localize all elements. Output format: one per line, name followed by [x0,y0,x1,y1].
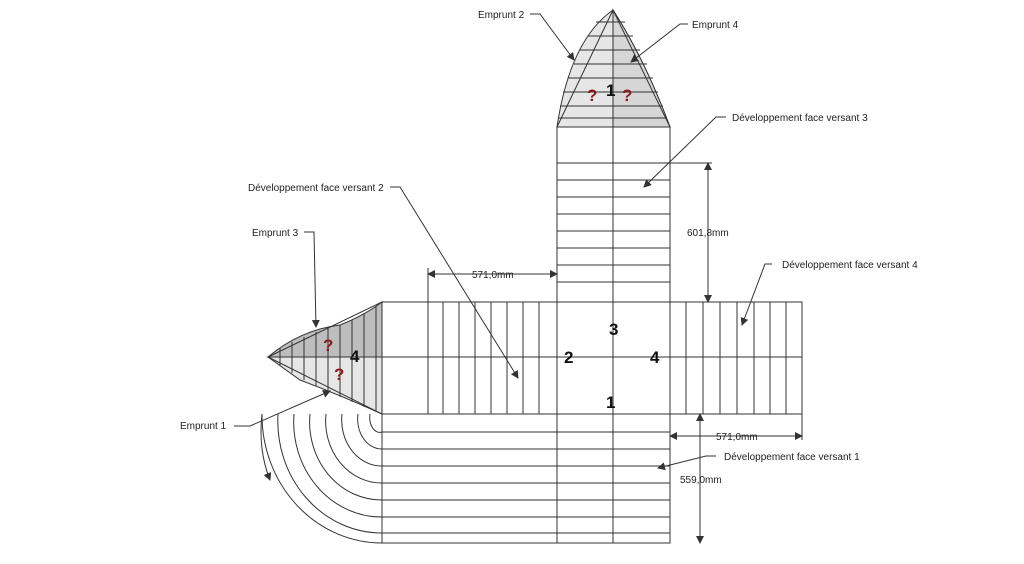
label-face-3: Développement face versant 3 [732,113,868,124]
label-emprunt-2: Emprunt 2 [478,10,525,21]
question-mark-left-bottom: ? [334,365,344,384]
leader-lines [234,13,772,471]
label-emprunt-4: Emprunt 4 [692,20,739,31]
dimension-right-width: 571,0mm [716,432,758,443]
question-mark-top-right: ? [622,86,632,105]
dimension-lines [427,162,803,544]
question-mark-left-top: ? [323,336,333,355]
face-number-3: 3 [609,320,618,339]
face-4-slats [685,302,787,414]
dimension-bottom-height: 559,0mm [680,475,722,486]
dimension-top-height: 601,8mm [687,228,729,239]
dimension-top-width: 571,0mm [472,270,514,281]
question-mark-top-left: ? [587,86,597,105]
right-face-block [669,301,803,415]
spire-hatching [556,9,671,128]
label-emprunt-1: Emprunt 1 [180,421,227,432]
face-number-4-left: 4 [350,347,360,366]
label-emprunt-3: Emprunt 3 [252,228,299,239]
left-face-block [381,301,558,415]
face-1-block [381,413,671,544]
face-number-4: 4 [650,348,660,367]
face-number-2: 2 [564,348,573,367]
concentric-arcs [260,356,383,544]
face-number-1-top: 1 [606,81,615,100]
label-face-1: Développement face versant 1 [724,452,860,463]
label-face-4: Développement face versant 4 [782,260,918,271]
face-number-1: 1 [606,393,615,412]
face-1-slats [382,431,670,534]
face-2-slats [427,302,540,414]
label-face-2: Développement face versant 2 [248,183,384,194]
